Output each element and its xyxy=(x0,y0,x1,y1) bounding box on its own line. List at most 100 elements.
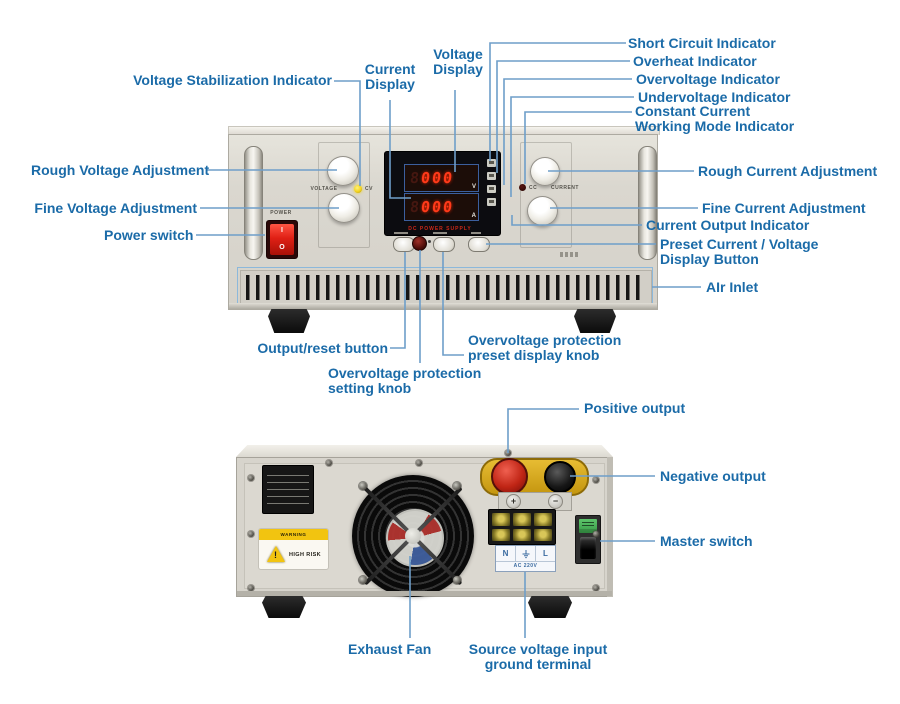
fine-current-knob xyxy=(527,196,558,226)
panel-screw xyxy=(326,460,332,466)
fan-guard-screw xyxy=(453,576,461,584)
terminal-screw xyxy=(534,513,552,526)
callout-power-switch: Power switch xyxy=(104,227,194,243)
cc-led xyxy=(519,184,526,191)
air-inlet-grille xyxy=(240,270,652,305)
fan-guard-screw xyxy=(453,482,461,490)
callout-source-input: Source voltage input ground terminal xyxy=(468,641,608,672)
panel-screw xyxy=(593,585,599,591)
power-switch-label: POWER xyxy=(270,210,292,216)
callout-air-inlet: AIr Inlet xyxy=(706,279,759,295)
ovp-setting-knob xyxy=(412,236,427,251)
terminal-screw xyxy=(513,528,531,541)
front-left-foot xyxy=(268,309,310,333)
input-terminal-row: N L xyxy=(496,546,555,561)
rough-voltage-knob xyxy=(327,156,359,186)
undervoltage-indicator-led xyxy=(487,198,496,206)
callout-exhaust-fan: Exhaust Fan xyxy=(348,641,432,657)
callout-overvoltage: Overvoltage Indicator xyxy=(636,71,780,87)
fan-center-cap xyxy=(405,528,421,544)
preset-caption-mark xyxy=(471,232,481,234)
callout-negative-output: Negative output xyxy=(660,468,766,484)
source-input-label: N L AC 220V xyxy=(495,545,556,572)
callout-overheat: Overheat Indicator xyxy=(633,53,757,69)
callout-constant-current: Constant Current Working Mode Indicator xyxy=(635,103,795,134)
callout-current-output: Current Output Indicator xyxy=(646,217,810,233)
power-off-mark: O xyxy=(279,244,285,251)
right-handle xyxy=(638,146,657,260)
panel-screw xyxy=(593,531,599,537)
overvoltage-indicator-led xyxy=(487,185,496,193)
rear-left-foot xyxy=(262,596,306,618)
fan-guard-screw xyxy=(359,482,367,490)
ground-terminal xyxy=(516,546,536,561)
callout-rough-current: Rough Current Adjustment xyxy=(698,163,878,179)
current-display-ghost-digit: 8 xyxy=(409,198,420,216)
master-switch xyxy=(575,515,601,564)
current-display: 8 000 A xyxy=(404,193,479,221)
rear-side-edge xyxy=(607,457,613,597)
panel-screw xyxy=(248,585,254,591)
warning-title: WARNING xyxy=(259,529,328,540)
power-on-mark: I xyxy=(281,227,283,234)
current-section-label: CURRENT xyxy=(551,185,579,191)
callout-short-circuit: Short Circuit Indicator xyxy=(628,35,776,51)
rear-right-foot xyxy=(528,596,572,618)
front-right-foot xyxy=(574,309,616,333)
warning-text: HIGH RISK xyxy=(289,552,322,558)
callout-voltage-display: Voltage Display xyxy=(433,46,483,77)
terminal-block xyxy=(488,509,556,545)
callout-fine-voltage: Fine Voltage Adjustment xyxy=(34,200,197,216)
fan-guard-screw xyxy=(359,576,367,584)
rear-top-edge xyxy=(236,445,613,457)
power-rocker-switch: I O xyxy=(266,220,298,259)
terminal-screw xyxy=(534,528,552,541)
overheat-indicator-led xyxy=(487,172,496,180)
callout-undervoltage: Undervoltage Indicator xyxy=(638,89,791,105)
front-bottom-edge xyxy=(229,303,657,309)
callout-rough-voltage: Rough Voltage Adjustment xyxy=(31,162,210,178)
brand-mark xyxy=(560,252,578,257)
callout-ovp-setting: Overvoltage protection setting knob xyxy=(328,365,482,396)
current-unit: A xyxy=(471,213,476,219)
panel-screw xyxy=(248,531,254,537)
front-view-device: POWER I O VOLTAGE CV 8 000 V 8 000 A DC … xyxy=(228,126,660,310)
ovp-preset-display-knob xyxy=(433,237,455,252)
callout-output-reset: Output/reset button xyxy=(257,340,388,356)
ground-icon xyxy=(522,549,529,558)
callout-preset-display-button: Preset Current / Voltage Display Button xyxy=(660,236,819,267)
cv-led-label: CV xyxy=(365,186,373,192)
rear-bottom-edge xyxy=(237,591,612,596)
negative-output-terminal xyxy=(544,461,576,493)
callout-ovp-preset: Overvoltage protection preset display kn… xyxy=(468,332,622,363)
display-bezel: 8 000 V 8 000 A DC POWER SUPPLY xyxy=(384,151,501,236)
callout-current-display: Current Display xyxy=(364,61,416,92)
panel-screw xyxy=(505,450,511,456)
live-terminal: L xyxy=(543,549,548,558)
power-rocker: I O xyxy=(270,224,294,255)
negative-polarity-screw: − xyxy=(548,494,563,509)
master-switch-label xyxy=(579,519,597,533)
warning-label: WARNING HIGH RISK xyxy=(258,528,329,570)
air-inlet-slots xyxy=(246,275,646,300)
ovp-display-caption-mark xyxy=(433,232,447,234)
positive-output-terminal xyxy=(491,458,528,495)
callout-positive-output: Positive output xyxy=(584,400,686,416)
panel-screw xyxy=(248,475,254,481)
voltage-display: 8 000 V xyxy=(404,164,479,192)
callout-fine-current: Fine Current Adjustment xyxy=(702,200,866,216)
ovp-indicator-dot xyxy=(428,240,431,243)
spec-plate xyxy=(262,465,314,514)
status-indicator-column xyxy=(487,159,497,211)
terminal-screw xyxy=(513,513,531,526)
fine-voltage-knob xyxy=(328,193,360,223)
current-display-value: 000 xyxy=(420,198,456,216)
terminal-screw xyxy=(492,528,510,541)
input-rating-caption: AC 220V xyxy=(496,561,555,571)
positive-polarity-screw: + xyxy=(506,494,521,509)
voltage-section-label: VOLTAGE xyxy=(310,186,338,192)
display-caption: DC POWER SUPPLY xyxy=(408,226,472,232)
voltage-unit: V xyxy=(471,184,476,190)
cv-led xyxy=(354,185,362,193)
